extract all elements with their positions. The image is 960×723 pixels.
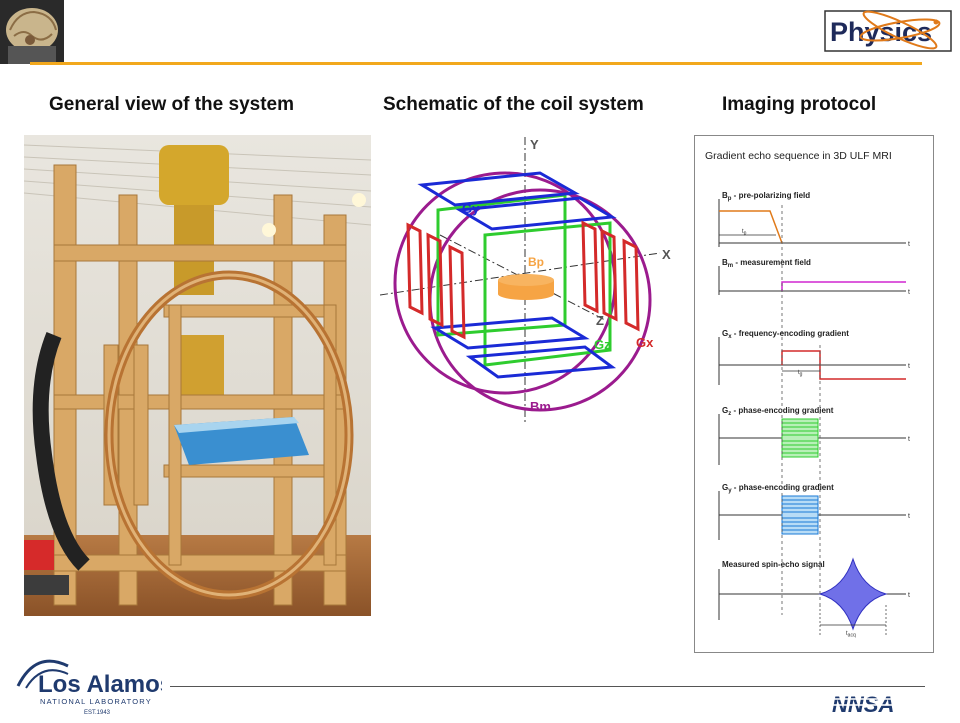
svg-text:t: t [908,363,910,370]
bm-label: Bm [530,399,551,414]
gz-coil-back [436,193,567,337]
row-label-echo: Measured spin-echo signal [722,560,825,569]
protocol-panel: Gradient echo sequence in 3D ULF MRI Bp … [694,135,934,653]
physics-logo-text: Physics [830,17,932,47]
tp-label: tp [742,229,747,237]
protocol-title: Gradient echo sequence in 3D ULF MRI [705,150,892,162]
gy-label: Gy [462,201,480,216]
header-divider [30,62,922,65]
tacq-label: tacq [846,631,856,639]
axis-x-label: X [662,247,671,262]
gx-label: Gx [636,335,654,350]
title-general-view: General view of the system [49,94,294,115]
svg-text:t: t [908,289,910,296]
gz-label: Gz [594,337,611,352]
svg-text:t: t [908,436,910,443]
svg-text:t: t [908,241,910,248]
coil-schematic: Y X Z Gy Gz Gx Bp Bm [379,135,680,435]
lanl-subtitle: NATIONAL LABORATORY [40,697,152,706]
brain-logo [0,0,64,64]
axis-y-label: Y [530,137,539,152]
axis-z-label: Z [596,313,604,328]
row-label-gx: Gx - frequency-encoding gradient [722,329,849,340]
tg-label: tg [798,370,803,378]
row-label-gy: Gy - phase-encoding gradient [722,483,834,494]
system-photo [23,135,372,616]
svg-text:t: t [908,592,910,599]
nnsa-text: NNSA [832,692,894,716]
row-label-bm: Bm - measurement field [722,258,811,269]
row-label-bp: Bp - pre-polarizing field [722,191,810,202]
bp-label: Bp [528,255,544,269]
title-schematic: Schematic of the coil system [383,94,644,115]
title-imaging-protocol: Imaging protocol [722,94,877,115]
los-alamos-logo: Los Alamos NATIONAL LABORATORY EST.1943 [12,648,173,718]
row-label-gz: Gz - phase-encoding gradient [722,406,834,417]
lanl-est: EST.1943 [84,710,111,716]
lanl-name: Los Alamos [38,671,162,698]
nnsa-logo: NNSA [826,690,926,717]
svg-text:t: t [908,513,910,520]
footer-divider [170,686,925,687]
gz-coil-front [483,221,612,367]
physics-logo: Physics [824,10,952,52]
